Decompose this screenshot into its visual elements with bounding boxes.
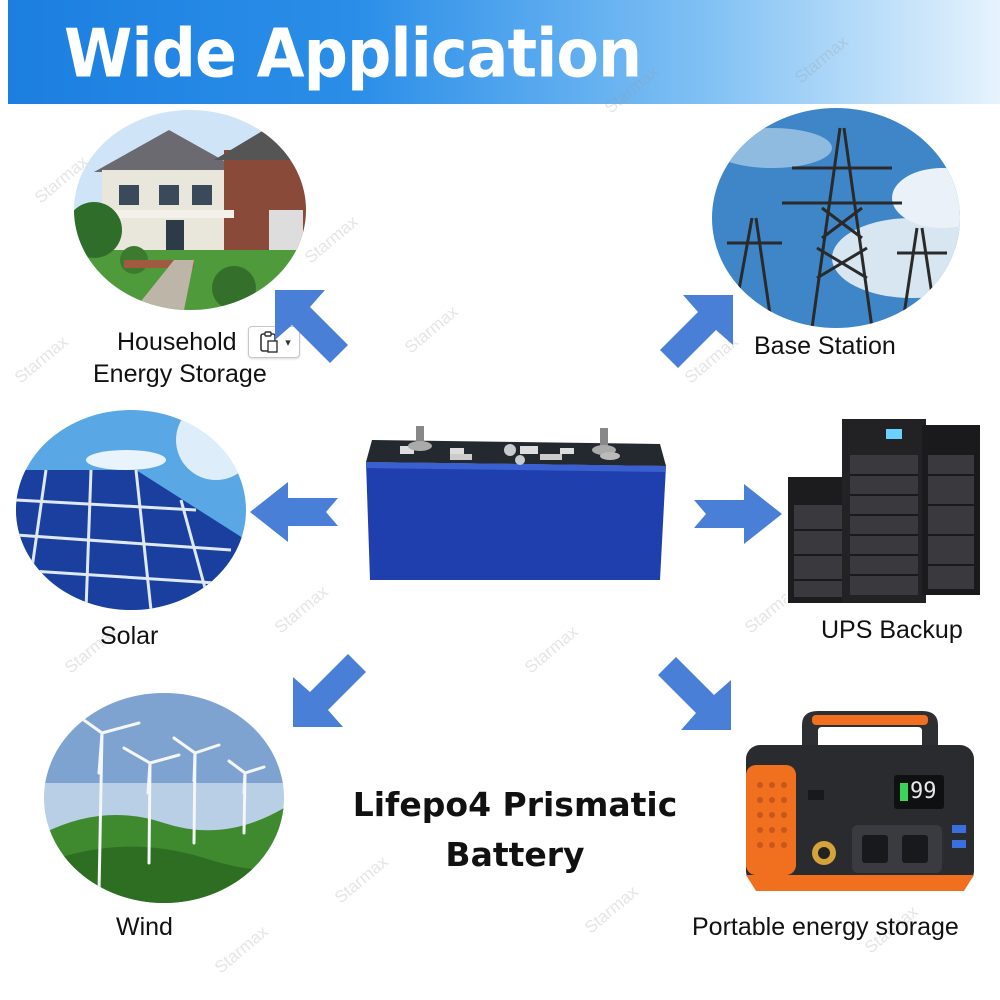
portable-power-station-image: 99 — [742, 705, 978, 895]
solar-label: Solar — [100, 622, 159, 650]
watermark: Starmax — [580, 881, 642, 938]
battery-image — [360, 420, 670, 585]
caption-line2: Battery — [445, 835, 585, 874]
watermark: Starmax — [270, 581, 332, 638]
arrow-right-icon — [694, 484, 782, 544]
power-display-value: 99 — [910, 779, 937, 804]
arrow-down-right-icon — [658, 657, 731, 730]
product-caption: Lifepo4 Prismatic Battery — [330, 780, 700, 880]
banner: Wide Application — [8, 0, 1000, 104]
ups-label: UPS Backup — [821, 616, 963, 644]
caption-line1: Lifepo4 Prismatic — [352, 785, 678, 824]
arrow-down-left-icon — [293, 654, 366, 727]
household-label-line2: Energy Storage — [93, 360, 267, 388]
base-station-label: Base Station — [754, 332, 896, 360]
portable-label: Portable energy storage — [692, 913, 959, 941]
household-label-line1: Household — [117, 328, 237, 356]
ups-image — [786, 415, 982, 605]
watermark: Starmax — [210, 921, 272, 978]
chevron-down-icon: ▾ — [285, 336, 291, 349]
arrow-left-icon — [250, 482, 338, 542]
wind-image — [44, 693, 284, 903]
banner-title: Wide Application — [64, 14, 642, 93]
watermark: Starmax — [10, 331, 72, 388]
watermark: Starmax — [400, 301, 462, 358]
clipboard-paste-icon — [260, 331, 278, 353]
watermark: Starmax — [300, 211, 362, 268]
watermark: Starmax — [520, 621, 582, 678]
household-image — [74, 110, 306, 310]
wind-label: Wind — [116, 913, 173, 941]
arrow-up-right-icon — [660, 295, 733, 368]
base-station-image — [712, 108, 960, 328]
solar-image — [16, 410, 246, 610]
paste-options-button[interactable]: ▾ — [248, 326, 300, 358]
arrow-up-left-icon — [275, 290, 348, 363]
